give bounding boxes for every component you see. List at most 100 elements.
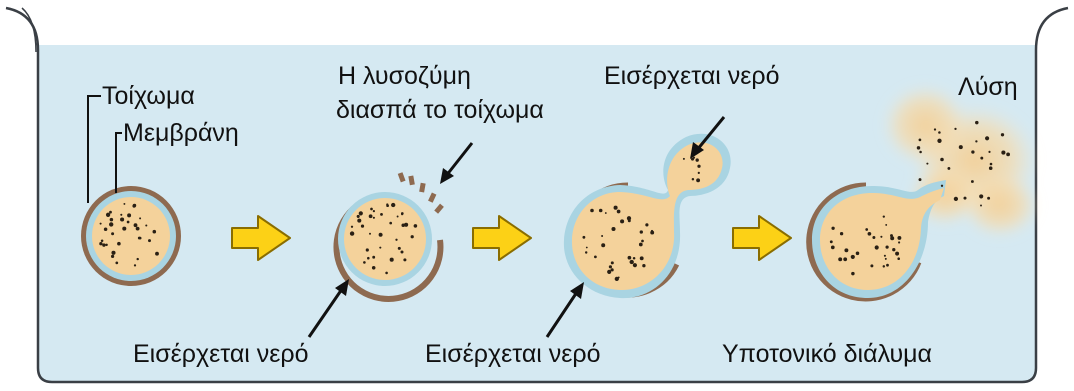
- particle-dot: [831, 246, 835, 250]
- particle-dot: [645, 223, 648, 226]
- particle-dot: [611, 261, 614, 264]
- particle-dot: [372, 256, 375, 259]
- particle-dot: [831, 227, 834, 230]
- particle-dot: [640, 256, 644, 260]
- particle-dot: [919, 151, 922, 154]
- particle-dot: [642, 264, 645, 267]
- particle-dot: [401, 224, 405, 228]
- particle-dot: [618, 276, 620, 278]
- particle-dot: [872, 236, 875, 239]
- particle-dot: [594, 256, 597, 259]
- particle-dot: [985, 136, 989, 140]
- particle-dot: [897, 236, 901, 240]
- particle-dot: [926, 163, 928, 165]
- particle-dot: [838, 257, 842, 261]
- particle-dot: [892, 248, 895, 251]
- particle-dot: [698, 172, 700, 174]
- particle-dot: [414, 224, 418, 228]
- particle-dot: [601, 235, 603, 237]
- particle-dot: [398, 247, 401, 250]
- particle-dot: [370, 208, 373, 211]
- particle-dot: [99, 242, 102, 245]
- particle-dot: [633, 257, 636, 260]
- particle-dot: [919, 139, 922, 142]
- particle-dot: [411, 235, 414, 238]
- particle-dot: [123, 203, 125, 205]
- particle-dot: [104, 228, 108, 232]
- particle-dot: [373, 210, 375, 212]
- particle-dot: [683, 158, 685, 160]
- particle-dot: [611, 227, 615, 231]
- particle-dot: [361, 224, 364, 227]
- particle-dot: [110, 218, 114, 222]
- particle-dot: [100, 223, 102, 225]
- particle-dot: [1001, 151, 1005, 155]
- particle-dot: [390, 258, 394, 262]
- particle-dot: [357, 215, 360, 218]
- lysozyme-label-line1: Η λυσοζύμη: [338, 62, 471, 91]
- particle-dot: [830, 240, 833, 243]
- particle-dot: [385, 272, 388, 275]
- particle-dot: [366, 248, 369, 251]
- particle-dot: [386, 203, 388, 205]
- particle-dot: [139, 217, 141, 219]
- particle-dot: [937, 139, 941, 143]
- particle-dot: [975, 121, 978, 124]
- particle-dot: [601, 243, 605, 247]
- particle-dot: [148, 239, 151, 242]
- particle-dot: [875, 245, 879, 249]
- particle-dot: [139, 237, 142, 240]
- particle-dot: [890, 236, 894, 240]
- particle-dot: [111, 232, 114, 235]
- particle-dot: [696, 158, 699, 161]
- particle-dot: [697, 165, 700, 168]
- particle-dot: [401, 212, 404, 215]
- particle-dot: [954, 128, 956, 130]
- particle-dot: [395, 239, 397, 241]
- particle-dot: [599, 209, 603, 213]
- particle-dot: [1001, 133, 1004, 136]
- particle-dot: [585, 251, 587, 253]
- particle-dot: [980, 157, 983, 160]
- particle-dot: [379, 233, 383, 237]
- particle-dot: [988, 151, 990, 153]
- particle-dot: [868, 232, 872, 236]
- hypotonic-solution-label: Υποτονικό διάλυμα: [722, 340, 932, 369]
- water-enters-label-bottom-2: Εισέρχεται νερό: [425, 340, 601, 369]
- particle-dot: [111, 251, 115, 255]
- particle-dot: [883, 265, 885, 267]
- particle-dot: [897, 257, 900, 260]
- particle-dot: [865, 228, 868, 231]
- particle-dot: [105, 244, 107, 246]
- particle-dot: [940, 158, 944, 162]
- particle-dot: [633, 263, 637, 267]
- particle-dot: [397, 216, 399, 218]
- particle-dot: [639, 243, 643, 247]
- particle-dot: [630, 260, 634, 264]
- particle-dot: [941, 185, 943, 187]
- particle-dot: [843, 257, 847, 261]
- particle-dot: [372, 266, 376, 270]
- particle-dot: [109, 211, 112, 214]
- particle-dot: [954, 197, 958, 201]
- particle-dot: [106, 213, 110, 217]
- particle-dot: [391, 203, 395, 207]
- particle-dot: [870, 264, 873, 267]
- particle-dot: [350, 231, 354, 235]
- stage-intact-cell: [81, 186, 181, 286]
- particle-dot: [611, 268, 614, 271]
- particle-dot: [127, 213, 131, 217]
- particle-dot: [133, 204, 136, 207]
- particle-dot: [987, 197, 990, 200]
- particle-dot: [400, 250, 403, 253]
- particle-dot: [127, 221, 130, 224]
- particle-dot: [851, 272, 854, 275]
- particle-dot: [885, 224, 887, 226]
- particle-dot: [840, 232, 843, 235]
- particle-dot: [117, 242, 121, 246]
- particle-dot: [351, 226, 353, 228]
- cytoplasm: [344, 198, 426, 280]
- particle-dot: [938, 131, 941, 134]
